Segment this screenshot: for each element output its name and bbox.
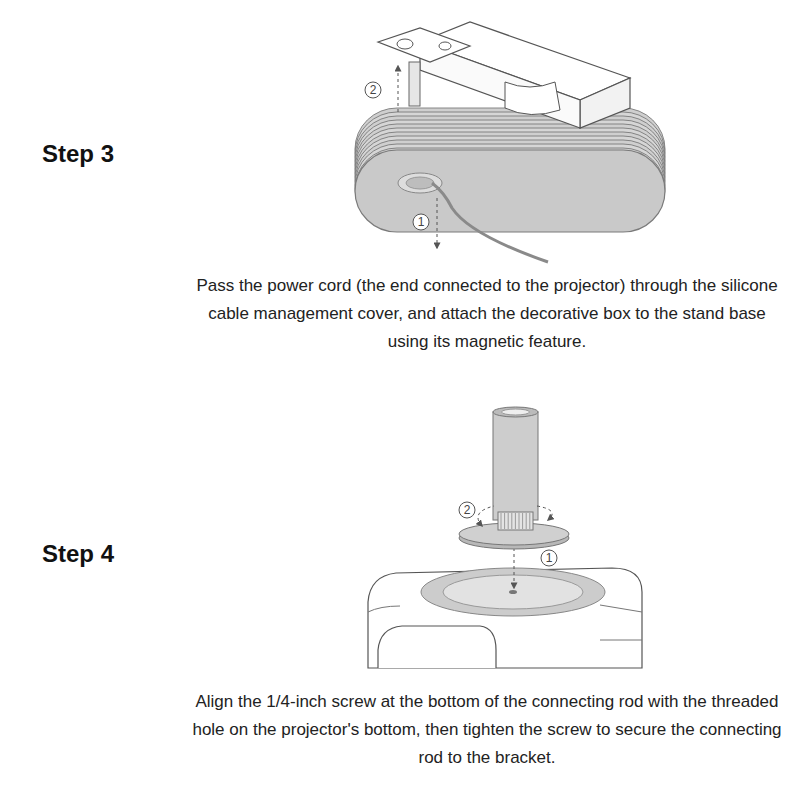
callout-number: 1 [418,216,425,228]
knurl-line [504,513,505,529]
clamp-hole [397,39,413,49]
bracket-clamp [378,28,470,62]
rotation-arrow [537,506,552,520]
bracket-strap [505,82,560,115]
mount-disc [421,568,605,616]
knurl-line [522,513,523,529]
knurl-line [519,513,520,529]
clamp-hole [439,42,451,50]
callout-number: 1 [546,552,553,564]
cable-hole-inner [406,177,434,189]
projector-opening [378,626,496,668]
connecting-rod [493,412,538,520]
threaded-hole [509,590,517,594]
rod-top [493,407,538,417]
callout-circle [413,214,429,230]
step-heading: Step 3 [42,140,114,168]
projector-body [368,568,642,668]
bracket-post [409,62,420,106]
stand-base-bottom [355,150,665,232]
bracket-end [580,78,630,128]
motion-arrow [437,198,438,248]
knurl-line [515,513,516,529]
cable-hole [398,173,442,193]
rotation-arrow [478,506,494,526]
callout-number: 2 [464,504,471,516]
mount-disc-inner [443,575,583,609]
power-cord [432,183,548,262]
knurl-line [501,513,502,529]
knurl-line [529,513,530,529]
instruction-text: Align the 1/4-inch screw at the bottom o… [192,688,782,772]
rod-knurl [498,512,533,530]
callout-circle [459,502,475,518]
knurl-band [498,512,533,530]
motion-arrow [514,548,515,588]
motion-arrow [398,66,399,112]
knurl-line [508,513,509,529]
rod-top-hole [502,409,530,415]
step-heading: Step 4 [42,540,114,568]
instruction-text: Pass the power cord (the end connected t… [192,272,782,356]
callout-number: 2 [370,84,377,96]
knurl-line [511,513,512,529]
callout-circle [541,550,557,566]
knurl-line [526,513,527,529]
callout-circle [365,82,381,98]
